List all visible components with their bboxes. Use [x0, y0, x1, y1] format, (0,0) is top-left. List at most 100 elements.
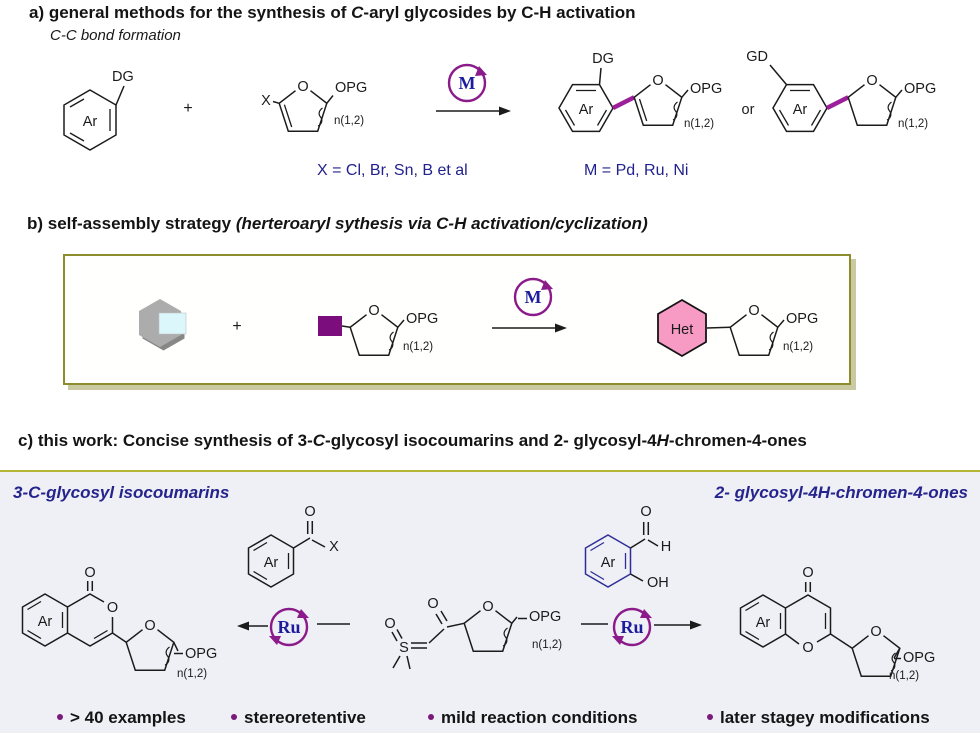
- catalyst-cycle-arrowhead: [475, 66, 487, 76]
- ring-oxygen-label: O: [297, 79, 308, 95]
- m-legend: M = Pd, Ru, Ni: [584, 162, 688, 179]
- pink-het-hexagon: [657, 298, 707, 358]
- catalyst-cycle-circle: [269, 607, 309, 647]
- opg-bond: [511, 616, 527, 624]
- catalyst-cycle-arrowhead-bottom: [612, 636, 624, 645]
- n12-label: n(1,2): [532, 639, 562, 651]
- heading-a-pre: a) general methods for the synthesis of: [29, 3, 352, 22]
- pyran-oxygen-label: O: [802, 640, 813, 656]
- right-label-pre: 2- glycosyl-4: [714, 483, 818, 502]
- bullet-dot-icon: [57, 714, 63, 721]
- c2-glycosyl-bond: [830, 633, 853, 649]
- plus-sign: +: [183, 100, 192, 117]
- left-ru-arrow: Ru: [237, 607, 350, 647]
- heading-a-italic: C: [351, 3, 364, 22]
- ar-label: Ar: [83, 114, 98, 130]
- bullet-examples-text: > 40 examples: [70, 708, 186, 727]
- het-label: Het: [671, 322, 694, 338]
- left-label-italic: C: [28, 483, 41, 502]
- acyl-bond: [293, 537, 311, 549]
- metal-m-label: M: [525, 287, 542, 307]
- bullet-late-stage: later stagey modifications: [707, 708, 930, 728]
- section-a-glycal-reactant: O X OPG n(1,2): [261, 79, 367, 132]
- catalyst-cycle-circle: [612, 607, 652, 647]
- dg-label: DG: [112, 69, 134, 85]
- opg-bond: [397, 319, 405, 328]
- right-ru-arrow: Ru: [581, 607, 702, 647]
- new-c-glycosyl-bond: [611, 95, 636, 111]
- sulfur-label: S: [399, 640, 409, 656]
- carbonyl-double-bond: [86, 581, 94, 591]
- methyl-bonds: [392, 655, 411, 670]
- opg-label: OPG: [903, 650, 935, 666]
- s-o-double-bond: [391, 629, 403, 642]
- opg-label: OPG: [904, 81, 936, 97]
- bullet-dot-icon: [707, 714, 713, 721]
- aroyl-halide-reactant: Ar O X: [247, 504, 339, 588]
- ar-label: Ar: [579, 102, 594, 118]
- aromatic-inner-bonds: [778, 89, 822, 126]
- catalyst-cycle-arrowhead: [541, 280, 553, 290]
- dg-label: DG: [592, 51, 614, 67]
- dg-bond: [115, 85, 125, 106]
- ar-label: Ar: [601, 555, 616, 571]
- bullet-stereoretentive: stereoretentive: [231, 708, 366, 728]
- or-label: or: [742, 102, 755, 118]
- heading-b-note: (herteroaryl sythesis via C-H activation…: [235, 214, 648, 233]
- square-ring-bond: [341, 325, 351, 329]
- arrowhead: [237, 621, 249, 631]
- section-a-product-meta: Ar GD O OPG n(1,2): [746, 49, 936, 133]
- ring-oxygen-label: O: [652, 73, 663, 89]
- section-b-glycosyl-fragment: O OPG n(1,2): [318, 303, 438, 356]
- section-b-arene-fragment: [139, 299, 187, 351]
- heading-c-i1: C: [312, 431, 326, 450]
- opg-label: OPG: [529, 609, 561, 625]
- heading-c-p1: c) this work: Concise synthesis of 3-: [18, 431, 313, 450]
- section-b-arrow-with-catalyst: M: [492, 277, 567, 333]
- bullet-late-stage-text: later stagey modifications: [720, 708, 930, 727]
- heading-b-main: b) self-assembly strategy: [27, 214, 236, 233]
- opg-bond: [895, 89, 903, 98]
- benzene-ring: [772, 83, 828, 133]
- ruthenium-label: Ru: [277, 617, 300, 637]
- ring-oxygen-label: O: [748, 303, 759, 319]
- het-ring-bond: [706, 326, 731, 329]
- left-label-pre: 3-: [13, 483, 29, 502]
- n12-label: n(1,2): [403, 341, 433, 353]
- ruthenium-label: Ru: [620, 617, 643, 637]
- opg-bond: [893, 647, 901, 660]
- section-a-subheading: C-C bond formation: [50, 27, 181, 44]
- ketone-double-bond: [804, 582, 812, 592]
- h-label: H: [661, 539, 671, 555]
- carbonyl-oxygen-label: O: [84, 565, 95, 581]
- opg-bond: [326, 95, 334, 104]
- c3-c4-double-bond: [93, 629, 108, 640]
- glycoside-ring: [851, 635, 901, 677]
- opg-label: OPG: [406, 311, 438, 327]
- opg-label: OPG: [335, 80, 367, 96]
- catalyst-cycle-arrowhead-bottom: [269, 636, 281, 645]
- cho-bond: [630, 538, 646, 549]
- ring-oxygen-label: O: [144, 618, 155, 634]
- carbonyl-double-bond: [306, 521, 314, 534]
- ring-size-squiggle: [388, 331, 394, 351]
- ring-oxygen-label: O: [368, 303, 379, 319]
- heading-c-i2: H: [656, 431, 669, 450]
- ring-size-squiggle: [317, 107, 323, 127]
- catalyst-cycle-circle: [513, 277, 553, 317]
- c-oh-bond: [630, 573, 644, 582]
- ring-oxygen-label: O: [866, 73, 877, 89]
- x-label: X: [261, 93, 271, 109]
- x-legend: X = Cl, Br, Sn, B et al: [317, 162, 468, 179]
- section-b-heteroaryl-product: Het O OPG n(1,2): [657, 298, 818, 358]
- opg-bond: [777, 319, 785, 328]
- left-label-post: -glycosyl isocoumarins: [40, 483, 230, 502]
- heading-c-p3: -chromen-4-ones: [668, 431, 807, 450]
- ring-oxygen-label: O: [870, 624, 881, 640]
- glycoside-ring: [125, 629, 175, 671]
- aldehyde-oxygen-label: O: [640, 504, 651, 520]
- bullet-dot-icon: [428, 714, 434, 721]
- n12-label: n(1,2): [177, 668, 207, 680]
